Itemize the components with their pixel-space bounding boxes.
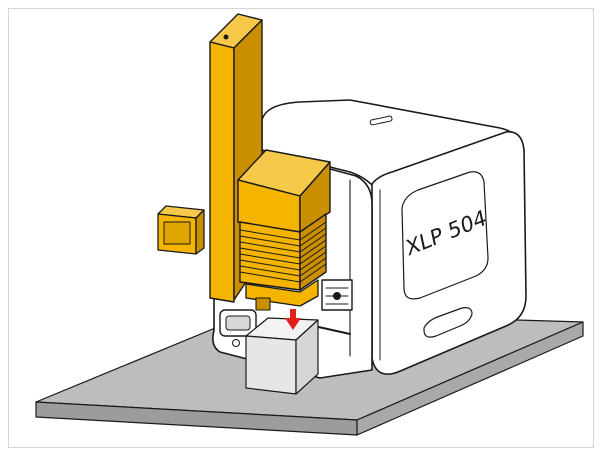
applicator-arm-side bbox=[157, 205, 205, 255]
applicator-head bbox=[237, 149, 331, 311]
printer: XLP 504 bbox=[212, 99, 527, 379]
printer-indicator-led bbox=[232, 339, 240, 347]
printer-front-slot-inner bbox=[225, 315, 251, 331]
tamp-nozzle bbox=[255, 297, 271, 311]
package-front bbox=[245, 335, 297, 395]
arrow-down-icon bbox=[285, 309, 301, 330]
package bbox=[245, 317, 319, 395]
printer-handle bbox=[423, 307, 473, 338]
peel-roller-assembly bbox=[321, 279, 353, 311]
base-plate-side-edge bbox=[356, 321, 584, 436]
model-label-recess bbox=[401, 171, 489, 300]
applicator-head-side bbox=[299, 161, 331, 233]
package-side bbox=[295, 319, 319, 395]
cylinder-ribs bbox=[239, 221, 327, 283]
printer-top-vent bbox=[369, 115, 393, 126]
